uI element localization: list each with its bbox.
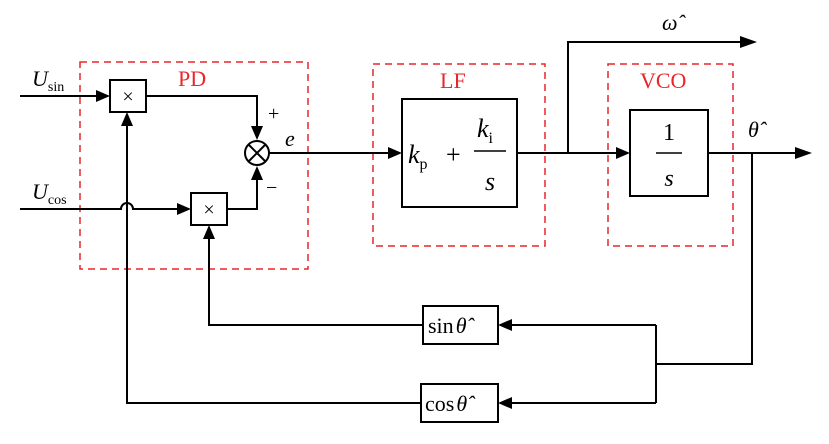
arrowhead (498, 397, 512, 409)
arrowhead (121, 112, 133, 126)
arrowhead (251, 166, 263, 180)
minus-sign: − (266, 177, 277, 199)
vco-denominator: s (664, 166, 673, 192)
lf-group-label: LF (440, 68, 466, 93)
error-signal-label: e (285, 126, 295, 151)
pd-group-label: PD (178, 66, 206, 91)
arrowhead (96, 90, 110, 102)
bottom-multiplier-block (190, 192, 228, 226)
lf-kp-main: k (408, 140, 420, 169)
u-cos-main: U (32, 179, 50, 204)
arrowhead (498, 319, 512, 331)
lf-kp: kp (408, 140, 428, 173)
arrowhead (795, 147, 812, 159)
bottom-multiplier-symbol: × (203, 199, 214, 221)
u-cos-label: Ucos (32, 179, 67, 208)
u-sin-sub: sin (48, 80, 64, 95)
sin-func: sin (428, 313, 454, 338)
lf-denominator: s (485, 167, 495, 196)
arrowhead (251, 126, 263, 140)
theta-hat-label: θ̂ (748, 117, 768, 142)
arrowhead (177, 203, 191, 215)
omega-hat-label: ω̂ (662, 10, 687, 35)
u-cos-sub: cos (48, 193, 67, 208)
arrowhead (203, 225, 215, 239)
lf-ki-main: k (477, 114, 489, 143)
cos-func: cos (425, 391, 454, 416)
arrowhead (388, 147, 402, 159)
cos-feedback-block (420, 383, 499, 423)
lf-ki-sub: i (489, 130, 494, 147)
arrowhead (740, 36, 757, 48)
top-multiplier-symbol: × (122, 86, 133, 108)
vco-group-label: VCO (640, 68, 686, 93)
vco-group-outline (607, 63, 734, 247)
sin-feedback-block (422, 305, 499, 345)
plus-sign: + (268, 103, 279, 125)
arrowhead (616, 147, 630, 159)
u-sin-label: Usin (32, 66, 64, 95)
lf-kp-sub: p (420, 156, 428, 173)
lf-group-outline (372, 63, 546, 247)
lf-ki: ki (477, 114, 494, 147)
vco-numerator: 1 (663, 120, 675, 146)
lf-plus: + (446, 140, 461, 169)
pd-group-outline (79, 61, 309, 270)
u-sin-main: U (32, 66, 50, 91)
